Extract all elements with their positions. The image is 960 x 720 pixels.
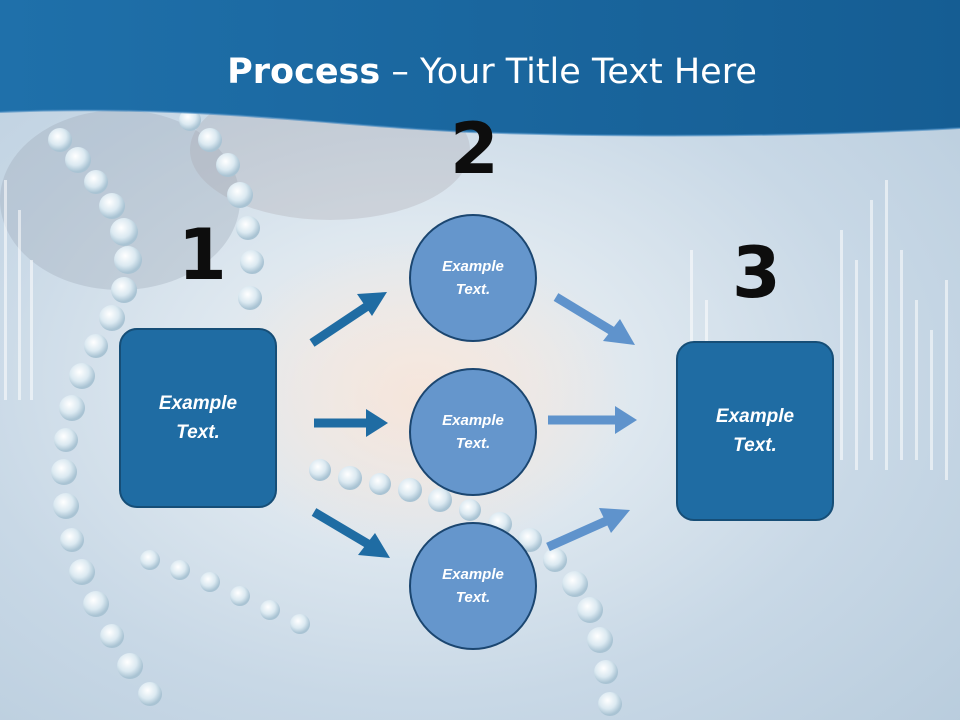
step-three-number: 3 <box>732 232 781 314</box>
header-band <box>0 0 960 136</box>
slide-title: Process – Your Title Text Here <box>0 52 960 92</box>
step-two-circle-top-label: Example Text. <box>442 258 504 298</box>
step-two-number: 2 <box>450 108 499 190</box>
step-three-label: Example Text. <box>715 406 795 456</box>
step-one-number: 1 <box>178 214 227 296</box>
slide-title-bold: Process <box>227 52 381 92</box>
step-two-circle-bottom-label: Example Text. <box>442 566 504 606</box>
step-two-circle-top[interactable]: Example Text. <box>409 214 537 342</box>
step-one-label: Example Text. <box>158 393 238 443</box>
step-one-box[interactable]: Example Text. <box>119 328 277 508</box>
step-three-box[interactable]: Example Text. <box>676 341 834 521</box>
slide-title-rest: – Your Title Text Here <box>380 52 757 92</box>
step-two-circle-middle-label: Example Text. <box>442 412 504 452</box>
step-two-circle-bottom[interactable]: Example Text. <box>409 522 537 650</box>
step-two-circle-middle[interactable]: Example Text. <box>409 368 537 496</box>
dna-helix-strand-left <box>48 109 264 706</box>
